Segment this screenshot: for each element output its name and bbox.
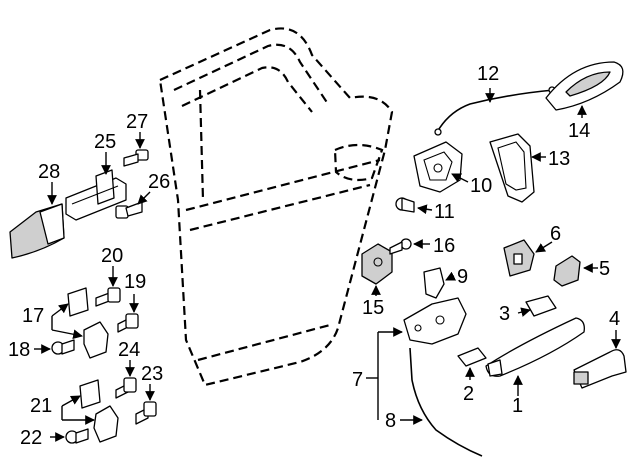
part-13-gasket <box>489 133 546 203</box>
callout-9: 9 <box>457 266 468 288</box>
part-28-check-cover <box>9 182 65 259</box>
part-27-bolt <box>123 132 149 167</box>
part-20-bolt <box>95 266 121 307</box>
callout-18: 18 <box>8 339 30 361</box>
part-8-rod <box>400 347 483 457</box>
callout-5: 5 <box>599 258 610 280</box>
part-11-screw <box>395 197 433 215</box>
part-6-handle-cap <box>503 239 553 277</box>
part-5-cover <box>553 255 598 287</box>
part-22-bolt <box>50 428 89 444</box>
part-1-outside-handle <box>485 317 585 396</box>
part-25-door-check <box>65 152 127 221</box>
callout-16: 16 <box>433 235 455 257</box>
part-12-release-cable <box>434 86 556 136</box>
callout-24: 24 <box>118 339 140 361</box>
part-4-handle-trim <box>573 330 627 389</box>
callout-15: 15 <box>362 297 384 319</box>
part-3-gasket <box>517 295 557 317</box>
callout-20: 20 <box>101 245 123 267</box>
part-15-striker <box>361 243 393 296</box>
part-14-inside-handle <box>545 61 624 118</box>
callout-2: 2 <box>463 383 474 405</box>
callout-6: 6 <box>550 223 561 245</box>
part-23-bolt <box>135 384 157 425</box>
callout-13: 13 <box>548 148 570 170</box>
callout-labels: 1 2 3 4 5 6 7 8 9 10 11 12 13 14 15 16 1… <box>8 63 620 449</box>
callout-27: 27 <box>126 111 148 133</box>
door-shell <box>158 27 394 387</box>
callout-3: 3 <box>499 303 510 325</box>
callout-4: 4 <box>609 308 620 330</box>
part-18-bolt <box>34 339 75 355</box>
callout-17: 17 <box>22 305 44 327</box>
part-17-upper-hinge <box>51 287 109 359</box>
callout-23: 23 <box>141 363 163 385</box>
part-24-bolt <box>115 360 137 399</box>
part-10-door-latch <box>413 141 469 193</box>
callout-10: 10 <box>470 175 492 197</box>
part-2-gasket <box>457 347 487 380</box>
callout-14: 14 <box>568 120 590 142</box>
callout-7: 7 <box>352 369 363 391</box>
callout-12: 12 <box>477 63 499 85</box>
part-19-bolt <box>117 294 139 333</box>
callout-19: 19 <box>124 271 146 293</box>
callout-8: 8 <box>385 410 396 432</box>
part-16-screw <box>389 238 430 255</box>
part-7-handle-carrier <box>366 297 467 420</box>
callout-28: 28 <box>38 161 60 183</box>
part-21-lower-hinge <box>61 379 119 443</box>
callout-11: 11 <box>434 201 455 223</box>
callout-26: 26 <box>148 171 170 193</box>
callout-22: 22 <box>20 427 42 449</box>
callout-25: 25 <box>94 131 116 153</box>
part-9-clip <box>423 267 457 299</box>
part-26-bolt <box>115 191 151 219</box>
callout-1: 1 <box>512 395 523 417</box>
callout-21: 21 <box>30 395 52 417</box>
